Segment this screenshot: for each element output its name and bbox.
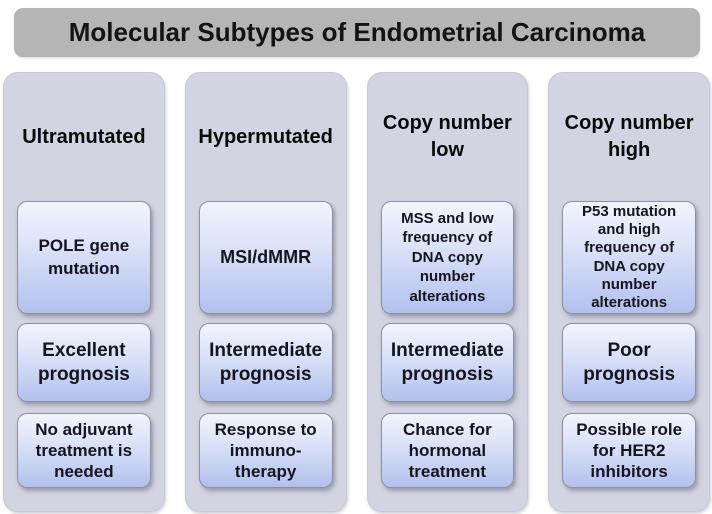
column-ultramutated: Ultramutated POLE gene mutation Excellen… [3, 72, 165, 512]
molecular-feature-box: MSI/dMMR [198, 201, 333, 314]
prognosis-box: Intermediate prognosis [198, 323, 333, 402]
treatment-box: Response to immuno- therapy [198, 413, 333, 488]
molecular-feature-box: MSS and low frequency of DNA copy number… [380, 201, 515, 314]
column-hypermutated: Hypermutated MSI/dMMR Intermediate progn… [184, 72, 347, 512]
treatment-box: Chance for hormonal treatment [380, 413, 515, 488]
subtype-heading: Hypermutated [198, 125, 333, 148]
prognosis-box: Intermediate prognosis [380, 323, 515, 402]
treatment-box: No adjuvant treatment is needed [17, 413, 151, 488]
molecular-feature-box: P53 mutation and high frequency of DNA c… [562, 201, 696, 314]
treatment-box: Possible role for HER2 inhibitors [562, 413, 696, 488]
subtype-columns: Ultramutated POLE gene mutation Excellen… [3, 72, 710, 512]
subtype-heading: Copy number low [382, 112, 512, 161]
prognosis-box: Excellent prognosis [17, 323, 151, 402]
column-copy-number-high: Copy number high P53 mutation and high f… [548, 72, 710, 512]
diagram-title-bar: Molecular Subtypes of Endometrial Carcin… [14, 8, 700, 57]
subtype-heading: Ultramutated [22, 125, 146, 148]
diagram-title: Molecular Subtypes of Endometrial Carcin… [68, 17, 646, 47]
prognosis-box: Poor prognosis [562, 323, 696, 402]
subtype-heading: Copy number high [564, 112, 694, 161]
column-copy-number-low: Copy number low MSS and low frequency of… [366, 72, 529, 512]
molecular-feature-box: POLE gene mutation [17, 201, 151, 314]
